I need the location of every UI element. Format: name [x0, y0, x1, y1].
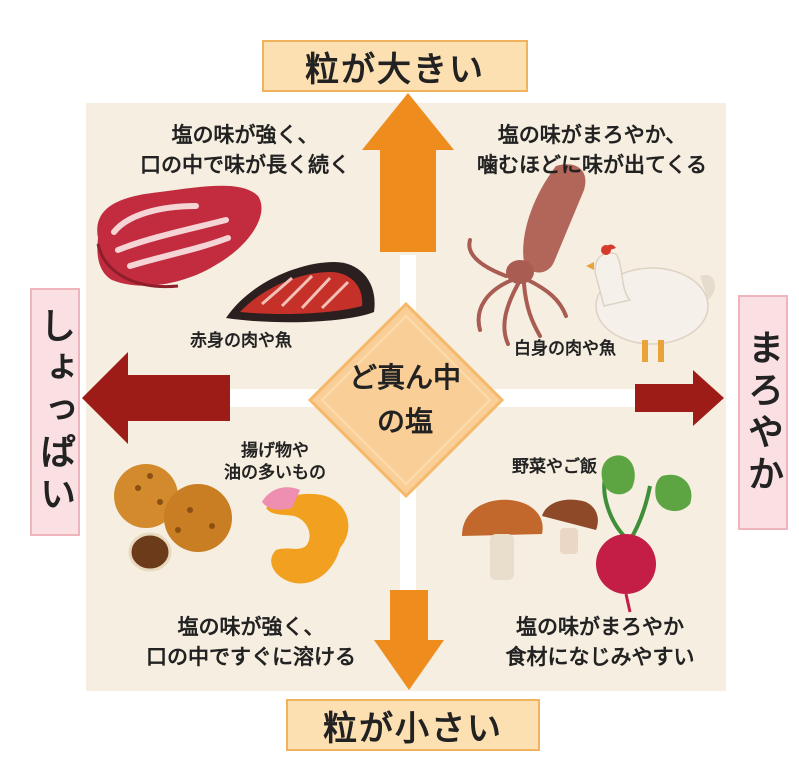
quadrant-bottom-left-line2: 口の中ですぐに溶ける — [146, 644, 356, 669]
fried-food-illustration — [114, 464, 232, 572]
shrimp-illustration — [262, 487, 349, 584]
arrow-down-icon — [374, 590, 444, 690]
quadrant-top-right-line2: 噛むほどに味が出てくる — [477, 152, 707, 177]
tuna-illustration — [226, 262, 375, 323]
quadrant-top-left-line1: 塩の味が強く、 — [171, 122, 319, 147]
axis-label-salty: しょっぱい — [30, 288, 80, 536]
quadrant-bottom-right-line2: 食材になじみやすい — [505, 644, 695, 669]
food-label-fried-oily-line2: 油の多いもの — [224, 463, 326, 483]
quadrant-bottom-right-line1: 塩の味がまろやか — [516, 614, 684, 639]
radish-illustration — [596, 455, 692, 613]
food-label-vegetables-rice: 野菜やご飯 — [512, 457, 597, 477]
quadrant-bottom-right-text: 塩の味がまろやか 食材になじみやすい — [460, 612, 740, 672]
quadrant-top-left-line2: 口の中で味が長く続く — [140, 152, 350, 177]
arrow-left-icon — [82, 352, 230, 444]
arrow-right-icon — [635, 370, 724, 426]
squid-illustration — [467, 164, 586, 346]
center-label: ど真ん中 の塩 — [325, 356, 485, 448]
quadrant-top-right-line1: 塩の味がまろやか、 — [497, 122, 687, 147]
food-label-fried-oily-line1: 揚げ物や — [241, 441, 309, 461]
center-diamond — [307, 301, 505, 499]
center-label-line1: ど真ん中 — [348, 361, 461, 394]
steak-illustration — [96, 185, 262, 289]
food-label-white-meat-fish: 白身の肉や魚 — [514, 339, 616, 359]
food-label-fried-oily: 揚げ物や 油の多いもの — [220, 440, 330, 484]
arrow-up-icon — [362, 93, 454, 252]
quadrant-top-right-text: 塩の味がまろやか、 噛むほどに味が出てくる — [432, 120, 752, 180]
mushroom-illustration — [462, 499, 598, 580]
axis-label-small-grain: 粒が小さい — [286, 699, 540, 751]
center-label-line2: の塩 — [376, 405, 433, 438]
quadrant-top-left-text: 塩の味が強く、 口の中で味が長く続く — [110, 120, 380, 180]
chicken-illustration — [586, 244, 715, 362]
food-label-red-meat-fish: 赤身の肉や魚 — [190, 331, 292, 351]
quadrant-bottom-left-text: 塩の味が強く、 口の中ですぐに溶ける — [116, 612, 386, 672]
quadrant-bottom-left-line1: 塩の味が強く、 — [177, 614, 325, 639]
axis-label-large-grain: 粒が大きい — [262, 40, 528, 92]
axis-label-mild: まろやか — [738, 295, 788, 530]
